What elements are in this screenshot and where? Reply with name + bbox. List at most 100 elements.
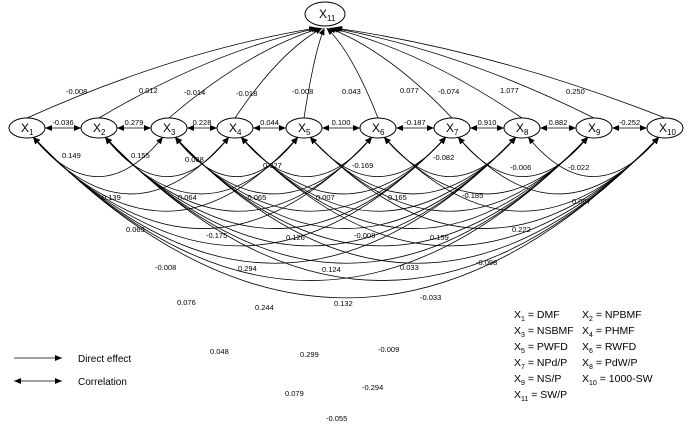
correlation-arc-x1-x8 (32, 136, 517, 264)
correlation-label: -0.185 (462, 191, 483, 200)
direct-effect-arrow-x10 (335, 26, 666, 119)
correlation-label-x5-x6: 0.100 (332, 118, 351, 127)
direct-effect-label-x2: 0.012 (139, 86, 158, 95)
node-x3: X3 (150, 117, 188, 139)
correlation-label: -0.098 (476, 258, 497, 267)
correlation-arc-x1-x9 (32, 136, 589, 281)
correlation-label: 0.076 (177, 298, 196, 307)
node-x11: X11 (304, 1, 346, 27)
key-entry-x10: X10 = 1000-SW (582, 373, 653, 387)
node-x3-ellipse (150, 117, 188, 139)
direct-effect-label-x5: -0.008 (292, 87, 313, 96)
legend-direct-label: Direct effect (78, 354, 131, 365)
direct-effect-arrow-x9 (332, 26, 595, 119)
correlation-label-x2-x3: 0.279 (125, 118, 144, 127)
correlation-label: -0.006 (510, 163, 531, 172)
correlation-arc-x3-x9 (174, 136, 589, 247)
direct-effect-arrow-x6 (326, 27, 379, 119)
correlation-label: -0.055 (326, 414, 347, 423)
correlation-arc-x2-x10 (104, 136, 660, 281)
correlation-label: -0.033 (420, 293, 441, 302)
correlation-label: 0.299 (300, 350, 319, 359)
correlation-label-x3-x4: 0.228 (193, 118, 212, 127)
node-x1-ellipse (8, 117, 46, 139)
legend: Direct effect Correlation (14, 354, 131, 388)
correlation-label: 0.244 (255, 303, 274, 312)
node-x9-ellipse (575, 117, 613, 139)
correlation-label: 0.064 (178, 193, 197, 202)
key-entry-x7: X7 = NPd/P (514, 357, 567, 371)
node-x7: X7 (433, 117, 471, 139)
key-entry-x3: X3 = NSBMF (514, 325, 574, 339)
direct-effect-label-x1: -0.008 (66, 87, 87, 96)
key-entry-x8: X8 = PdW/P (582, 357, 638, 371)
correlation-label-x4-x5: 0.044 (260, 118, 279, 127)
correlation-label: 0.132 (334, 299, 353, 308)
direct-effect-arrow-x7 (328, 27, 453, 119)
correlation-arc-x5-x10 (309, 136, 660, 229)
correlation-label: 0.027 (263, 161, 282, 170)
direct-effect-arrow-x8 (330, 26, 523, 119)
correlation-label: -0.022 (568, 163, 589, 172)
node-x4-ellipse (216, 117, 254, 139)
node-x10: X10 (646, 117, 684, 139)
node-x8-ellipse (503, 117, 541, 139)
correlation-arc-x5-x9 (309, 136, 589, 212)
correlation-label: -0.175 (206, 231, 227, 240)
key-entry-x5: X5 = PWFD (514, 341, 568, 355)
node-x5-ellipse (285, 117, 323, 139)
correlation-label: 0.007 (572, 197, 591, 206)
correlation-arc-x4-x10 (240, 136, 660, 247)
direct-effect-arrow-x5 (303, 27, 325, 119)
node-x9: X9 (575, 117, 613, 139)
node-x7-ellipse (433, 117, 471, 139)
correlation-label-x9-x10: -0.252 (619, 118, 640, 127)
correlation-label: 0.159 (430, 233, 449, 242)
node-x10-ellipse (646, 117, 684, 139)
node-x2-ellipse (80, 117, 118, 139)
correlation-label: -0.082 (433, 153, 454, 162)
key-entry-x6: X6 = RWFD (582, 341, 637, 355)
correlation-arc-x2-x8 (104, 136, 517, 247)
correlation-label: 0.126 (286, 233, 305, 242)
node-x2: X2 (80, 117, 118, 139)
node-x8: X8 (503, 117, 541, 139)
direct-effect-arrow-x3 (168, 27, 321, 119)
legend-correlation-label: Correlation (78, 377, 127, 388)
node-x5: X5 (285, 117, 323, 139)
correlation-label: 0.007 (316, 193, 335, 202)
correlation-label: -0.169 (352, 161, 373, 170)
node-x11-ellipse (304, 1, 346, 27)
node-x4: X4 (216, 117, 254, 139)
correlation-arc-x3-x7 (174, 136, 447, 212)
correlation-arc-x4-x9 (240, 136, 589, 229)
direct-effect-arrow-x4 (234, 27, 323, 119)
correlation-label: 0.155 (131, 151, 150, 160)
correlation-label: 0.069 (126, 225, 145, 234)
node-x6-ellipse (359, 117, 397, 139)
node-x1: X1 (8, 117, 46, 139)
correlation-arc-x1-x7 (32, 136, 447, 247)
correlation-label-x7-x8: 0.910 (478, 118, 497, 127)
correlation-label-x1-x2: -0.036 (52, 118, 73, 127)
correlation-label: 0.294 (238, 264, 257, 273)
direct-effect-label-x3: -0.014 (184, 88, 205, 97)
direct-effect-arrow-x2 (98, 26, 319, 119)
direct-effect-label-x9: 1.077 (500, 86, 519, 95)
correlation-label: 0.033 (400, 263, 419, 272)
nodes-layer: X1 X2 X3 X4 X5 X6 X7 X8 X9 X10 X11 (8, 1, 684, 139)
key-entry-x11: X11 = SW/P (514, 389, 567, 403)
correlation-label-x8-x9: 0.882 (549, 118, 568, 127)
correlation-label: 0.088 (185, 155, 204, 164)
correlation-label: -0.008 (155, 263, 176, 272)
edges-layer (26, 26, 666, 299)
correlation-label: 0.165 (388, 193, 407, 202)
correlation-label: -0.008 (354, 231, 375, 240)
node-x6: X6 (359, 117, 397, 139)
correlation-arc-x2-x9 (104, 136, 589, 264)
key-entry-x2: X2 = NPBMF (582, 309, 642, 323)
direct-effect-label-x10: 0.250 (566, 87, 585, 96)
direct-effect-label-x6: 0.043 (342, 87, 361, 96)
